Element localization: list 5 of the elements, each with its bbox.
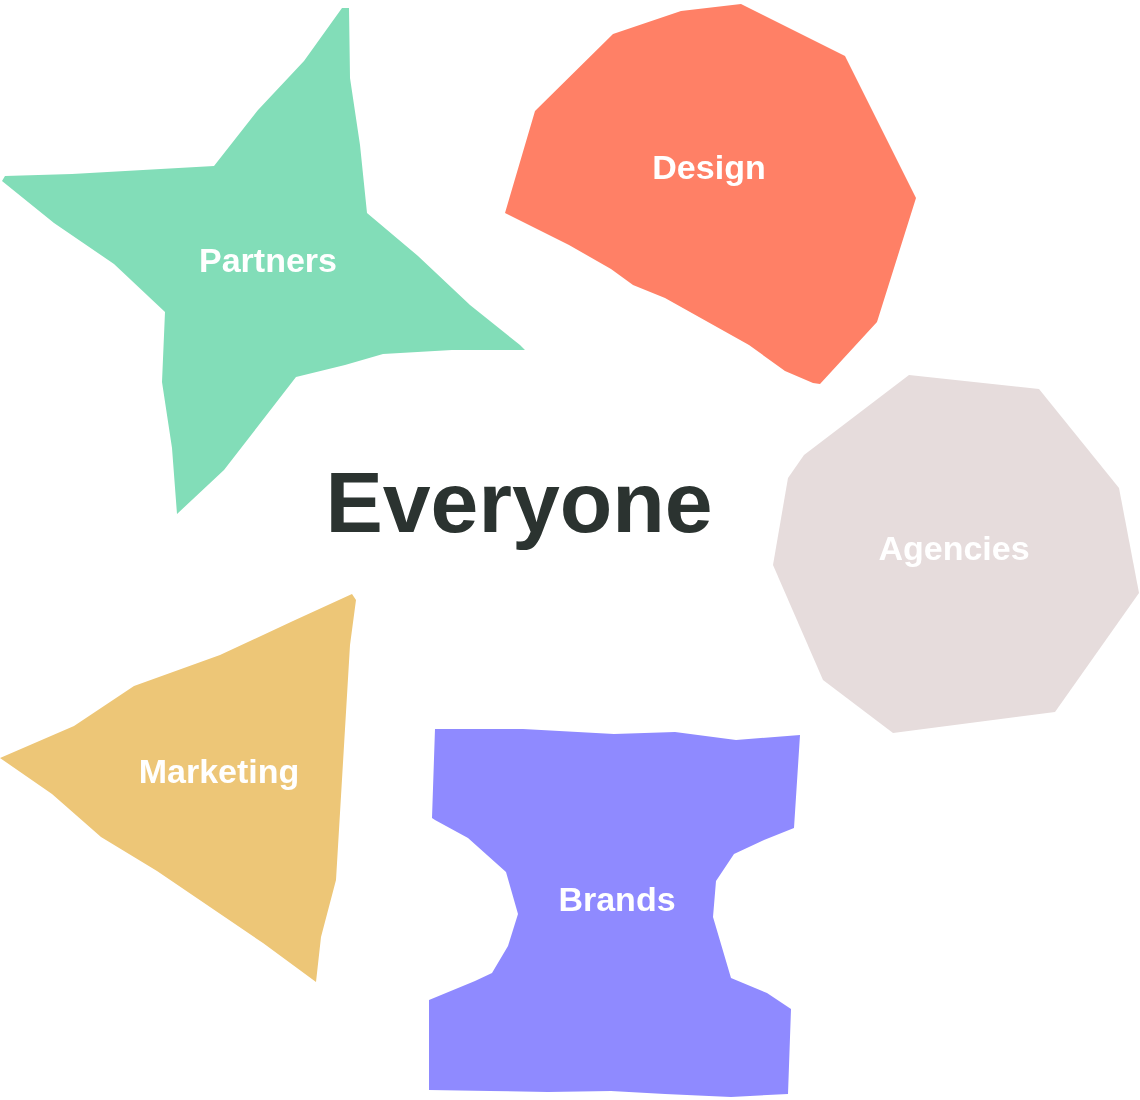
- shape-label: Marketing: [138, 751, 300, 791]
- shape-label: Design: [652, 147, 766, 187]
- center-heading: Everyone: [325, 452, 713, 552]
- shape-label: Brands: [558, 879, 676, 919]
- shape-label: Partners: [199, 240, 337, 280]
